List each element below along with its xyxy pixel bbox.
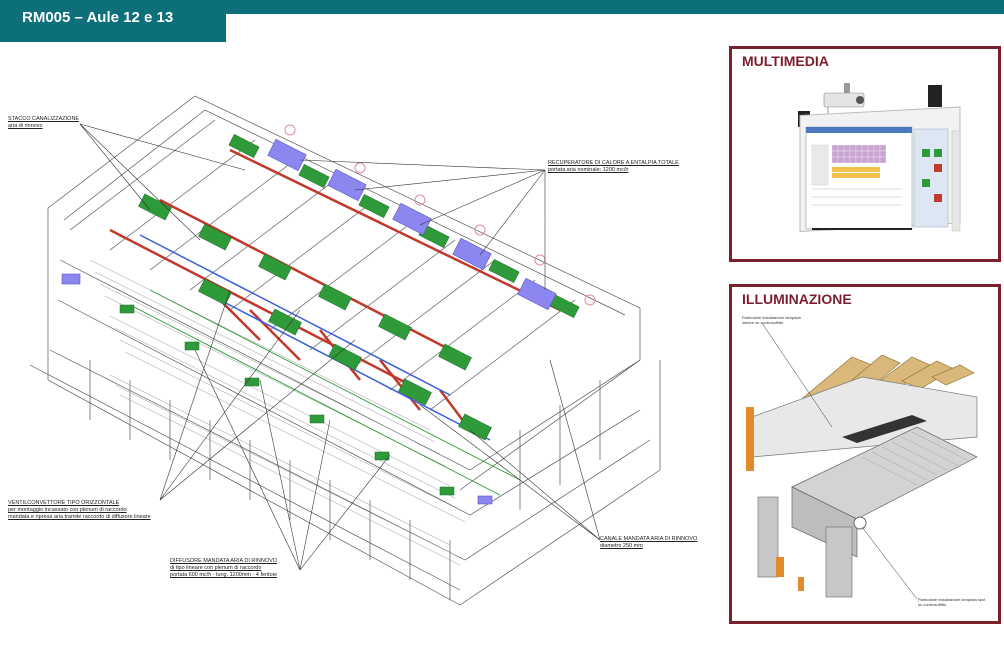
multimedia-title: MULTIMEDIA — [742, 53, 829, 69]
header-bar — [0, 0, 1004, 14]
callout-stacco-canalizzazione: STACCO CANALIZZAZIONE aria di rinnovo — [8, 116, 80, 129]
callout-canale-mandata: CANALE MANDATA ARIA DI RINNOVO diametro … — [600, 536, 698, 549]
illuminazione-panel: ILLUMINAZIONE — [729, 284, 1001, 624]
page-title: RM005 – Aule 12 e 13 — [22, 9, 174, 26]
illuminazione-note-spot: Particolare installazione lampada spot s… — [918, 597, 986, 607]
illuminazione-title: ILLUMINAZIONE — [742, 291, 852, 307]
callout-ventilconvettore: VENTILCONVETTORE TIPO ORIZZONTALE per mo… — [8, 500, 151, 520]
title-tab: RM005 – Aule 12 e 13 — [0, 0, 226, 42]
ceiling-lighting-illustration — [746, 322, 978, 600]
callout-recuperatore: RECUPERATORE DI CALORE A ENTALPIA TOTALE… — [548, 160, 679, 173]
illuminazione-note-linear: Particolare installazione lampada linear… — [742, 315, 801, 325]
callout-diffusore: DIFFUSORE MANDATA ARIA DI RINNOVO di tip… — [170, 558, 278, 578]
interactive-whiteboard-illustration — [798, 83, 961, 232]
multimedia-panel: MULTIMEDIA — [729, 46, 1001, 262]
building-isometric-drawing — [29, 95, 661, 606]
